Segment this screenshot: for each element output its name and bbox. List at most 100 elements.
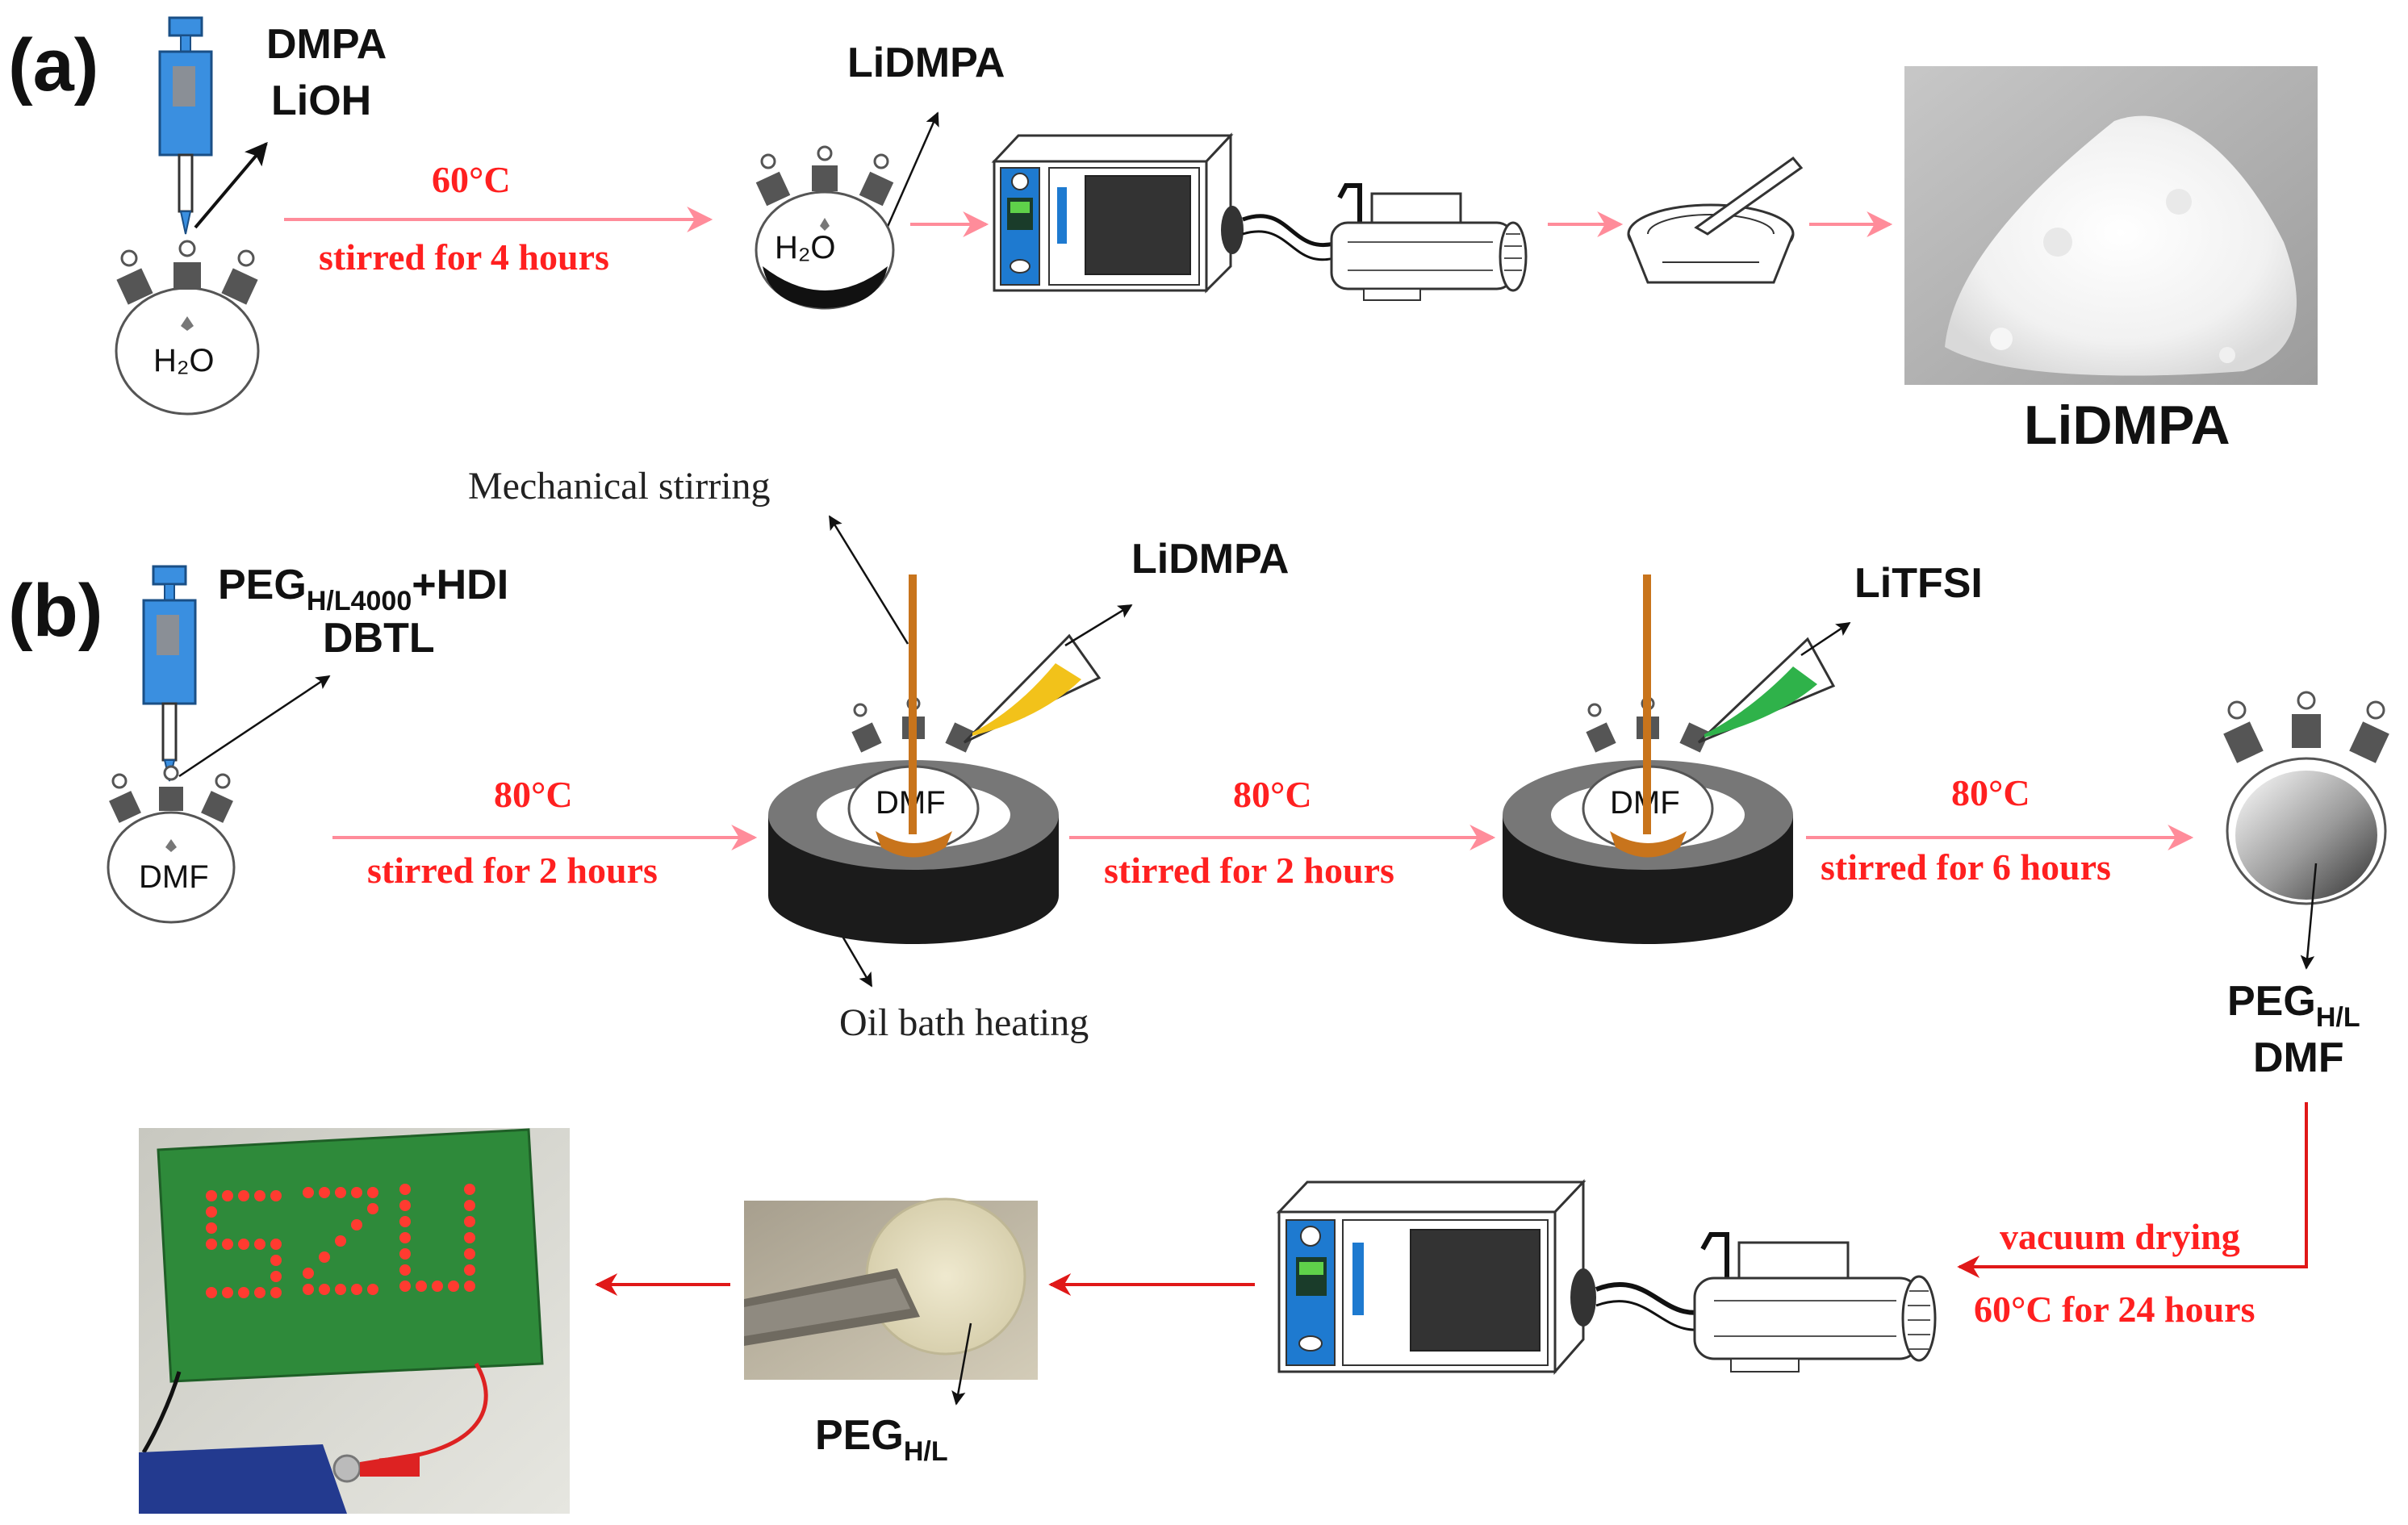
drying-line1: vacuum drying <box>2000 1216 2240 1257</box>
arrow-b4 <box>1957 1102 2308 1278</box>
led-dot <box>399 1184 411 1195</box>
led-dot <box>206 1222 217 1234</box>
led-matrix <box>206 1184 475 1298</box>
led-dot <box>206 1287 217 1298</box>
reagent-pointer-a <box>194 141 268 229</box>
step1-temp: 80°C <box>494 774 573 815</box>
led-dot <box>335 1235 346 1247</box>
reagent-a-line2: LiOH <box>271 77 371 124</box>
led-dot <box>270 1271 282 1282</box>
vacuum-pump-b-icon <box>1693 1232 1937 1372</box>
led-dot <box>206 1206 217 1218</box>
led-dot <box>351 1284 362 1295</box>
step1-time: stirred for 2 hours <box>367 850 658 891</box>
panel-b-label: (b) <box>8 570 102 652</box>
led-dot <box>351 1187 362 1198</box>
led-dot <box>464 1184 475 1195</box>
reagent-b-line1: PEGH/L4000+HDI <box>218 562 508 616</box>
three-neck-flask-product-icon <box>755 145 895 310</box>
led-dot <box>464 1216 475 1227</box>
solvent-b: DMF <box>139 859 209 895</box>
step3-temp: 80°C <box>1951 772 2030 813</box>
led-dot <box>222 1239 233 1250</box>
led-dot <box>464 1281 475 1292</box>
syringe-a-icon <box>158 16 213 235</box>
led-dot <box>399 1264 411 1276</box>
litfsi-addition-icon <box>1697 637 1836 744</box>
solvent-a-flask2: H₂O <box>775 230 836 265</box>
led-dot <box>399 1216 411 1227</box>
led-dot <box>367 1187 378 1198</box>
reagent-a-line1: DMPA <box>266 21 387 68</box>
led-dot <box>254 1239 265 1250</box>
three-neck-flask-a-icon <box>115 240 260 416</box>
reagent-b-line2: DBTL <box>323 615 435 662</box>
led-dot <box>464 1264 475 1276</box>
led-dot <box>238 1287 249 1298</box>
vacuum-oven-a-icon <box>991 132 1244 294</box>
led-dot <box>238 1190 249 1201</box>
led-dot <box>303 1187 314 1198</box>
stirring-pointer <box>828 515 909 645</box>
led-dot <box>270 1287 282 1298</box>
led-dot <box>303 1284 314 1295</box>
led-dot <box>254 1287 265 1298</box>
stir-rod-2 <box>1643 574 1651 834</box>
solvent-a: H₂O <box>153 343 215 378</box>
led-dot <box>399 1200 411 1211</box>
panel-a-label: (a) <box>8 24 98 107</box>
mechanical-stirring-label: Mechanical stirring <box>468 465 771 508</box>
led-dot <box>464 1248 475 1260</box>
led-dot <box>464 1200 475 1211</box>
led-dot <box>206 1239 217 1250</box>
film-label: PEGH/L <box>815 1412 948 1467</box>
additive1-pointer <box>1064 604 1133 647</box>
led-dot <box>270 1190 282 1201</box>
led-dot <box>335 1284 346 1295</box>
oil-bath-heating-label: Oil bath heating <box>839 1001 1089 1044</box>
led-dot <box>399 1281 411 1292</box>
led-dot <box>351 1219 362 1230</box>
solution-line2: DMF <box>2253 1034 2344 1081</box>
led-dot <box>464 1232 475 1243</box>
three-neck-flask-polymer-icon <box>2223 691 2389 905</box>
led-dot <box>270 1255 282 1266</box>
led-dot <box>319 1187 330 1198</box>
lidmpa-powder-photo <box>1904 66 2318 385</box>
vacuum-hose-a <box>1242 214 1340 248</box>
condition-a-time: stirred for 4 hours <box>319 236 609 278</box>
led-dot <box>319 1251 330 1263</box>
led-dot <box>432 1281 443 1292</box>
product-a-label: LiDMPA <box>847 40 1005 86</box>
solution-label: PEGH/L <box>2227 978 2360 1033</box>
led-dot <box>399 1232 411 1243</box>
led-dot <box>222 1190 233 1201</box>
product-pointer-a <box>882 111 939 236</box>
vacuum-oven-b-icon <box>1276 1179 1596 1375</box>
stir-rod-1 <box>909 574 917 834</box>
three-neck-flask-b-icon <box>107 765 236 924</box>
reagent-pointer-b <box>178 675 331 778</box>
syringe-b-icon <box>142 565 197 782</box>
led-dot <box>319 1284 330 1295</box>
led-dot <box>206 1190 217 1201</box>
solution-pointer <box>2300 863 2318 970</box>
led-dot <box>303 1268 314 1279</box>
condition-a-temp: 60°C <box>432 159 511 200</box>
vacuum-pump-a-icon <box>1330 183 1528 301</box>
led-dot <box>270 1239 282 1250</box>
additive1-label: LiDMPA <box>1131 536 1289 583</box>
led-dot <box>222 1287 233 1298</box>
drying-line2: 60°C for 24 hours <box>1974 1289 2255 1330</box>
led-dot <box>335 1187 346 1198</box>
step2-time: stirred for 2 hours <box>1104 850 1394 891</box>
led-dot <box>416 1281 427 1292</box>
led-dot <box>448 1281 459 1292</box>
mortar-pestle-icon <box>1627 156 1804 284</box>
led-dot <box>367 1203 378 1214</box>
photo-caption-a: LiDMPA <box>2024 395 2230 456</box>
lidmpa-addition-icon <box>963 633 1102 744</box>
step3-time: stirred for 6 hours <box>1821 846 2111 888</box>
step2-temp: 80°C <box>1233 774 1312 815</box>
